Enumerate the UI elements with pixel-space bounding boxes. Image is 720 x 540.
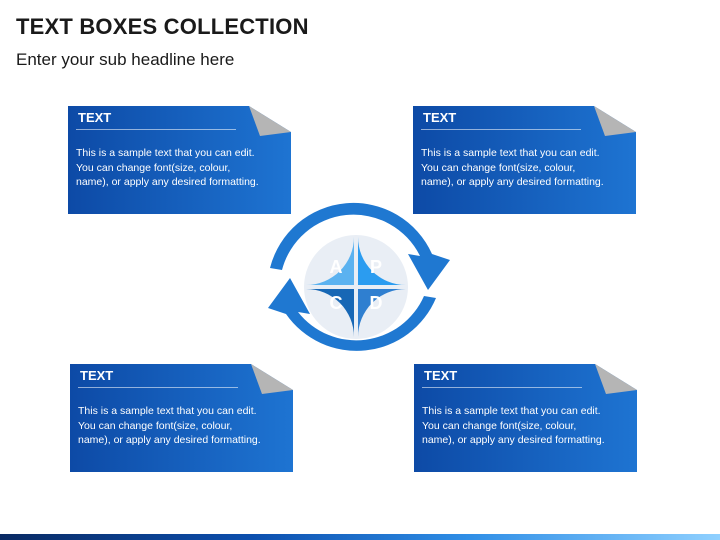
slide-subtitle: Enter your sub headline here — [16, 50, 235, 69]
card-body-text: This is a sample text that you can edit.… — [76, 147, 259, 188]
card-divider — [422, 387, 582, 388]
card-heading: TEXT — [78, 110, 112, 125]
text-card-top-left: TEXT This is a sample text that you can … — [68, 106, 291, 214]
card-background — [68, 106, 291, 214]
pdca-letter-p: P — [370, 257, 382, 277]
card-background — [414, 364, 637, 472]
pdca-quadrant-a — [306, 237, 354, 285]
cycle-center-disc — [304, 235, 408, 339]
card-background — [413, 106, 636, 214]
text-card-top-right: TEXT This is a sample text that you can … — [413, 106, 636, 214]
card-body-text: This is a sample text that you can edit.… — [422, 405, 605, 446]
pdca-letter-a: A — [330, 257, 343, 277]
card-body-text: This is a sample text that you can edit.… — [421, 147, 604, 188]
pdca-quadrant-p — [358, 237, 406, 285]
pdca-quadrant-d — [358, 289, 406, 337]
card-divider — [76, 129, 236, 130]
page-fold-icon — [251, 364, 293, 394]
card-heading: TEXT — [423, 110, 457, 125]
pdca-cycle-diagram: A P C D — [268, 202, 450, 351]
text-card-bottom-right: TEXT This is a sample text that you can … — [414, 364, 637, 472]
page-fold-icon — [595, 364, 637, 394]
card-background — [70, 364, 293, 472]
page-fold-icon — [594, 106, 636, 136]
pdca-quadrant-c — [306, 289, 354, 337]
pdca-quadrants: A P C D — [306, 237, 406, 337]
footer-accent-bar — [0, 534, 720, 540]
card-body-text: This is a sample text that you can edit.… — [78, 405, 261, 446]
cycle-arrow-bottom — [268, 278, 436, 351]
text-card-bottom-left: TEXT This is a sample text that you can … — [70, 364, 293, 472]
card-heading: TEXT — [424, 368, 458, 383]
slide-title: TEXT BOXES COLLECTION — [16, 14, 309, 39]
pdca-letter-c: C — [330, 293, 343, 313]
page-fold-icon — [249, 106, 291, 136]
card-divider — [421, 129, 581, 130]
pdca-letter-d: D — [370, 293, 383, 313]
card-divider — [78, 387, 238, 388]
cycle-arrow-top — [270, 202, 450, 290]
card-heading: TEXT — [80, 368, 114, 383]
